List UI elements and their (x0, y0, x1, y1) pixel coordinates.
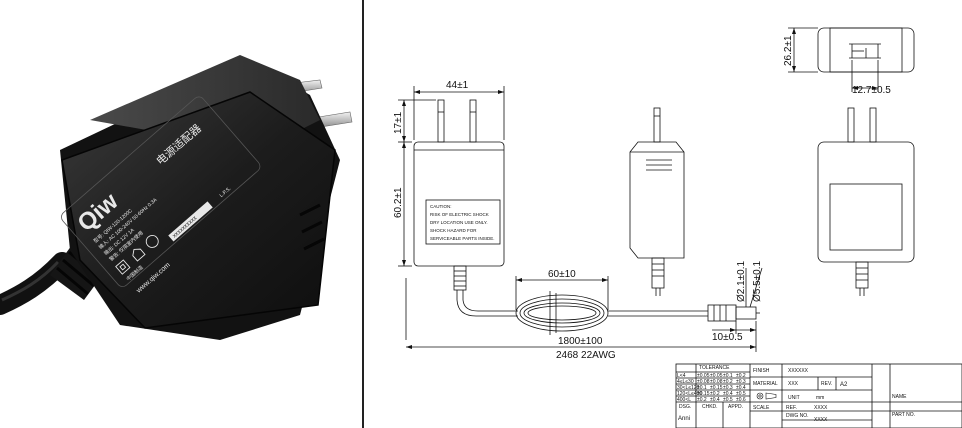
svg-text:30<L≤120: 30<L≤120 (677, 385, 700, 391)
svg-text:±0.6: ±0.6 (736, 397, 746, 403)
svg-text:±0.5: ±0.5 (723, 397, 733, 403)
material-label: MATERIAL (753, 381, 778, 387)
dsg-label: DSG. (679, 404, 691, 410)
dim-outer-diameter: Ø5.5±0.1 (752, 260, 763, 302)
dimension-arrows (402, 28, 878, 349)
svg-text:L<4: L<4 (677, 373, 686, 379)
back-view (817, 107, 915, 296)
svg-text:±0.4: ±0.4 (723, 391, 733, 397)
svg-text:±0.08: ±0.08 (697, 379, 710, 385)
svg-text:±0.15: ±0.15 (710, 385, 723, 391)
dwg-value: XXXX (814, 417, 828, 423)
scale-label: SCALE (753, 405, 770, 411)
certification-icons (115, 235, 159, 275)
dwg-label: DWG NO. (786, 413, 809, 419)
svg-text:±0.4: ±0.4 (710, 397, 720, 403)
projection-symbol-icon (756, 392, 777, 400)
svg-text:±0.2: ±0.2 (697, 397, 707, 403)
svg-text:±0.4: ±0.4 (736, 385, 746, 391)
svg-text:SHOCK HAZARD FOR: SHOCK HAZARD FOR (430, 228, 477, 233)
tolerance-table: L<4 ±0.05 ±0.05 ±0.1 ±0.2 4≤L≤30 ±0.08 ±… (677, 373, 746, 403)
vent-ribs (299, 203, 325, 251)
svg-text:±0.1: ±0.1 (697, 385, 707, 391)
svg-text:SERVICEABLE PARTS INSIDE.: SERVICEABLE PARTS INSIDE. (430, 236, 495, 241)
svg-text:±0.15: ±0.15 (697, 391, 710, 397)
title-block (675, 363, 962, 428)
svg-text:±0.5: ±0.5 (736, 391, 746, 397)
unit-label: UNIT (788, 395, 800, 401)
finish-label: FINISH (753, 368, 770, 374)
name-label: NAME (892, 394, 907, 400)
caution-label: CAUTION: RISK OF ELECTRIC SHOCK DRY LOCA… (430, 204, 495, 241)
rev-label: REV. (821, 381, 832, 387)
dim-height: 60.2±1 (393, 187, 404, 218)
ref-value: XXXX (814, 405, 828, 411)
dim-coil-length: 60±10 (548, 269, 576, 280)
svg-text:DRY LOCATION USE ONLY.: DRY LOCATION USE ONLY. (430, 220, 488, 225)
svg-text:±0.05: ±0.05 (697, 373, 710, 379)
svg-text:±0.3: ±0.3 (723, 385, 733, 391)
top-view (788, 27, 915, 92)
svg-text:400<L: 400<L (677, 397, 691, 403)
dim-pin-length: 17±1 (393, 111, 404, 134)
front-view (398, 86, 505, 291)
product-photo: Qiw 电源适配器 型号: QIW-120-1200C 输入: AC 100-2… (0, 0, 364, 428)
dim-cable-length: 1800±100 (558, 336, 603, 347)
svg-text:±0.2: ±0.2 (736, 373, 746, 379)
svg-text:±0.2: ±0.2 (710, 391, 720, 397)
svg-text:±0.2: ±0.2 (723, 379, 733, 385)
side-view (629, 107, 685, 296)
unit-value: mm (816, 395, 824, 401)
ref-label: REF. (786, 405, 797, 411)
svg-text:±0.05: ±0.05 (710, 373, 723, 379)
appd-label: APPD. (728, 404, 743, 410)
svg-text:CAUTION:: CAUTION: (430, 204, 452, 209)
svg-text:120<L≤400: 120<L≤400 (677, 391, 702, 397)
svg-text:±0.1: ±0.1 (723, 373, 733, 379)
rev-value: A2 (840, 382, 848, 388)
svg-text:4≤L≤30: 4≤L≤30 (677, 379, 694, 385)
part-label: PART NO. (892, 412, 915, 418)
dim-pin-spacing: 12.7±0.5 (852, 85, 891, 96)
svg-text:±0.3: ±0.3 (736, 379, 746, 385)
dim-width: 44±1 (446, 80, 469, 91)
cable-spec: 2468 22AWG (556, 350, 616, 361)
svg-text:RISK OF ELECTRIC SHOCK: RISK OF ELECTRIC SHOCK (430, 212, 489, 217)
svg-text:±0.08: ±0.08 (710, 379, 723, 385)
designer-name: Anni (678, 416, 690, 422)
material-value: XXX (788, 381, 799, 387)
dim-inner-diameter: Ø2.1±0.1 (736, 260, 747, 302)
cable-drawing (405, 267, 763, 352)
technical-drawing: 44±1 17±1 60.2±1 26.2±1 12.7±0.5 60±10 Ø… (366, 0, 962, 428)
chkd-label: CHKD. (702, 404, 718, 410)
dim-plug-length: 10±0.5 (712, 332, 743, 343)
finish-value: XXXXXX (788, 368, 809, 374)
tolerance-label: TOLERANCE (699, 365, 730, 371)
dim-depth: 26.2±1 (783, 35, 794, 66)
